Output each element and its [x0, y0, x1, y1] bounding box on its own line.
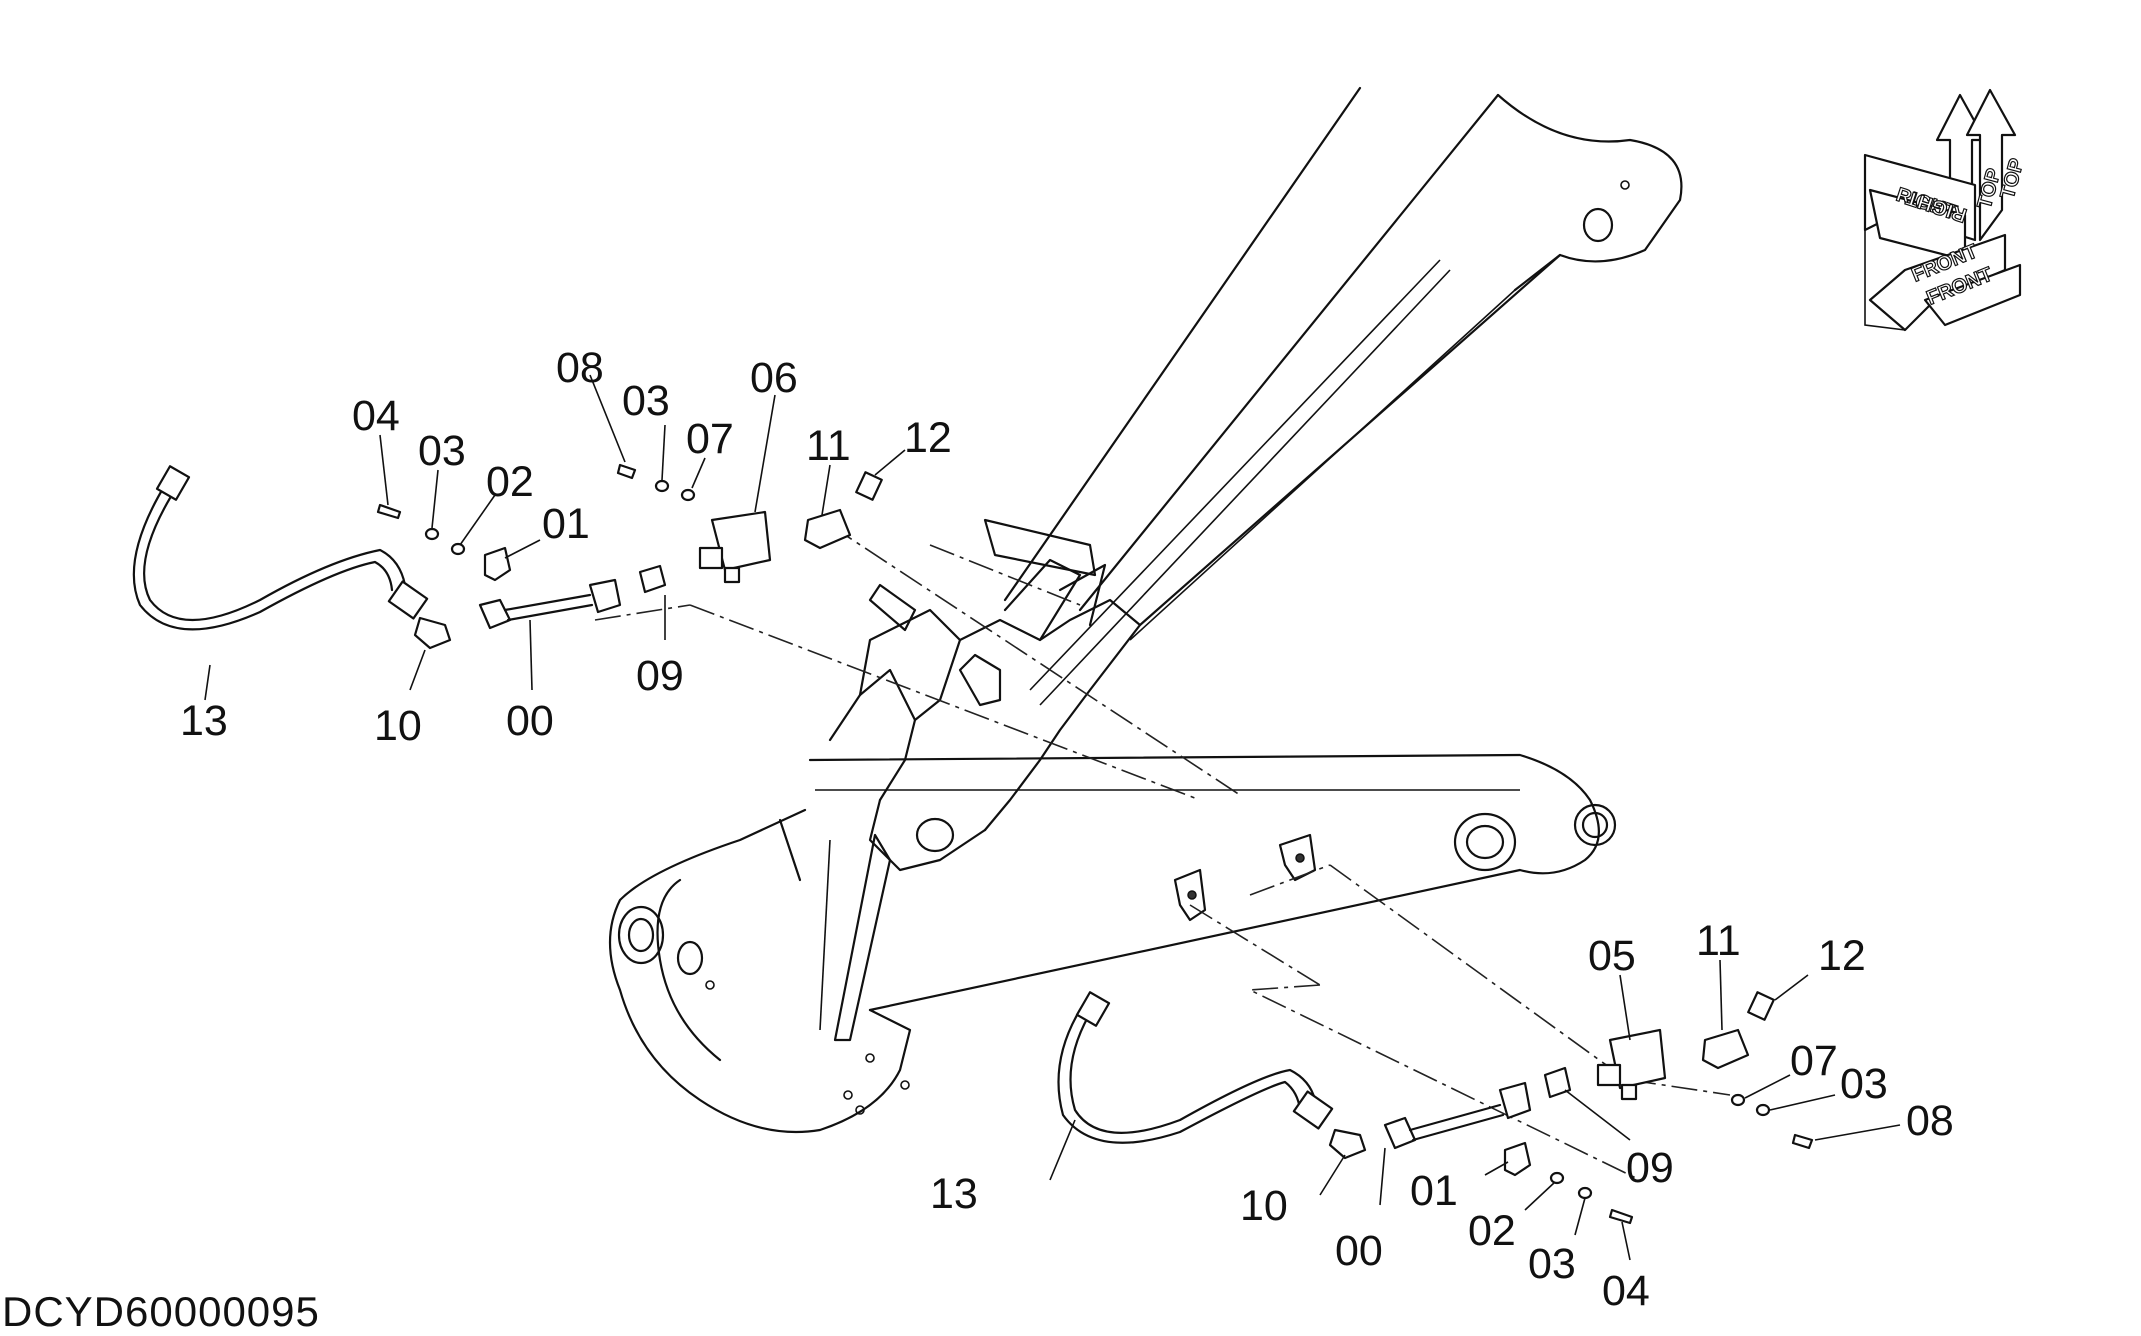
- callout-01-upper: 01: [542, 500, 590, 548]
- callout-13-upper: 13: [180, 697, 228, 745]
- callout-09-lower: 09: [1626, 1144, 1674, 1192]
- upper-hose-assembly: [132, 463, 883, 650]
- callout-10-upper: 10: [374, 702, 422, 750]
- callout-04-upper: 04: [352, 392, 400, 440]
- callout-08-lower: 08: [1906, 1097, 1954, 1145]
- callout-01-lower: 01: [1410, 1167, 1458, 1215]
- callout-03-upper-left: 03: [418, 427, 466, 475]
- callout-07-upper: 07: [686, 415, 734, 463]
- callout-02-lower: 02: [1468, 1207, 1516, 1255]
- callout-11-lower: 11: [1696, 917, 1741, 965]
- boom-arm-structure: [608, 86, 1683, 1134]
- callout-10-lower: 10: [1240, 1182, 1288, 1230]
- callout-labels-lower: 05 11 12 07 03 08 09 13 10 01 02 00 03 0…: [930, 917, 1954, 1315]
- orientation-arrows-icon: TOP TOP RIGHT RIGHT FRONT FRONT: [1863, 88, 2029, 332]
- callout-07-lower: 07: [1790, 1037, 1838, 1085]
- document-code: DCYD60000095: [2, 1288, 320, 1335]
- callout-13-lower: 13: [930, 1170, 978, 1218]
- callout-12-lower: 12: [1818, 932, 1866, 980]
- callout-03-upper-right: 03: [622, 377, 670, 425]
- callout-00-lower: 00: [1335, 1227, 1383, 1275]
- callout-06-upper: 06: [750, 354, 798, 402]
- lower-hose-assembly: [1057, 991, 1814, 1225]
- center-lines: [594, 524, 1731, 1181]
- callout-02-upper: 02: [486, 458, 534, 506]
- callout-03-lower-left: 03: [1528, 1240, 1576, 1288]
- callout-09-upper: 09: [636, 652, 684, 700]
- callout-08-upper: 08: [556, 344, 604, 392]
- callout-12-upper: 12: [904, 414, 952, 462]
- callout-labels-upper: 04 03 02 01 08 03 07 06 11 12 13 10 00 0…: [180, 344, 952, 750]
- callout-11-upper: 11: [806, 422, 851, 470]
- callout-03-lower-right: 03: [1840, 1060, 1888, 1108]
- callout-04-lower: 04: [1602, 1267, 1650, 1315]
- callout-05-lower: 05: [1588, 932, 1636, 980]
- leader-lines: [204, 374, 1901, 1261]
- callout-00-upper: 00: [506, 697, 554, 745]
